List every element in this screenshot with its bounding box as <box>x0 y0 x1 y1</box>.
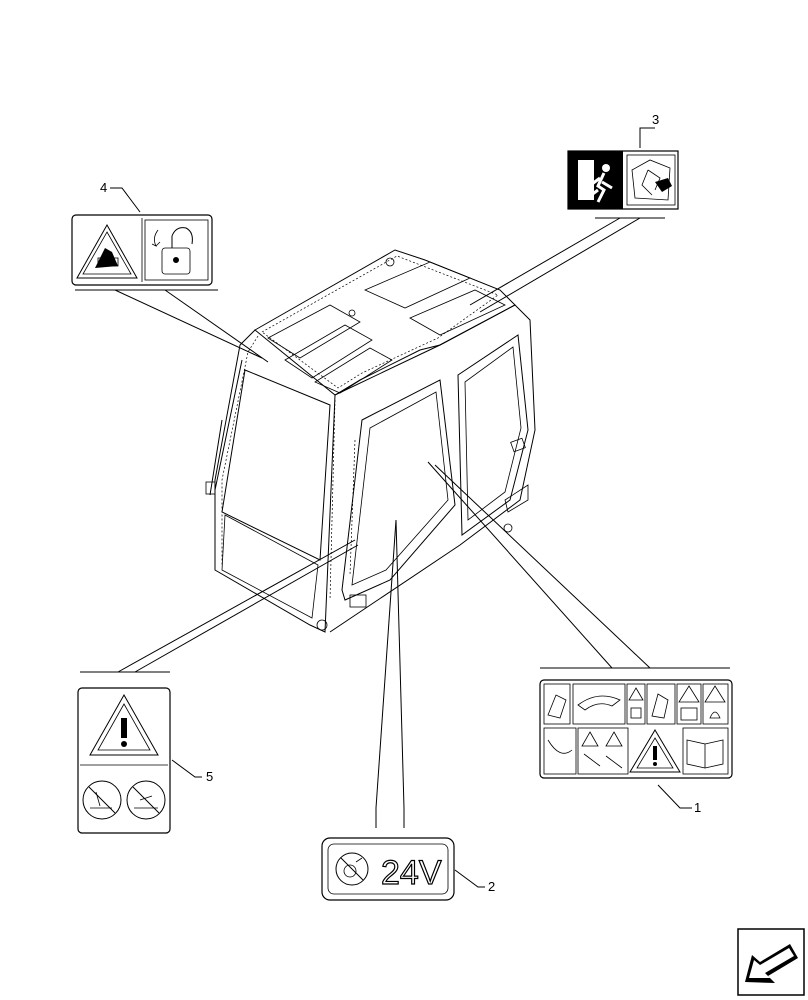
hazard-hand-icon <box>76 223 138 279</box>
hazard-arm-icon <box>543 683 571 725</box>
decal-5 <box>77 687 171 834</box>
hazard-crush-icon <box>702 683 729 725</box>
hazard-bucket-icon <box>646 683 676 725</box>
callout-5: 5 <box>206 769 213 784</box>
hazard-hose-icon <box>543 727 577 775</box>
warning-triangle-icon <box>89 693 159 756</box>
callout-2: 2 <box>488 879 495 894</box>
back-arrow-icon <box>745 944 798 983</box>
decal-2: 24V <box>321 837 455 901</box>
voltage-label: 24V <box>381 854 442 892</box>
break-window-icon <box>626 154 676 206</box>
decal-4 <box>71 214 213 286</box>
operator-cab-drawing <box>205 249 536 633</box>
no-grinding-icon <box>126 780 166 820</box>
callout-4: 4 <box>100 180 107 195</box>
emergency-exit-icon <box>578 160 613 203</box>
decal-1 <box>539 679 733 779</box>
no-battery-icon <box>335 852 369 886</box>
hazard-boom-icon <box>572 683 626 725</box>
no-welding-icon <box>82 780 122 820</box>
back-arrow-button[interactable] <box>737 928 805 996</box>
hazard-fall-icon <box>676 683 702 725</box>
callout-labels: 1 2 3 4 5 <box>100 112 701 894</box>
warning-small-icon <box>626 683 646 725</box>
leader-lines <box>75 127 730 888</box>
decal-3 <box>567 150 679 210</box>
callout-1: 1 <box>694 800 701 815</box>
hazard-person-icon <box>577 727 629 775</box>
unlock-icon <box>144 219 209 281</box>
manual-book-icon <box>682 727 729 775</box>
callout-3: 3 <box>652 112 659 127</box>
warning-triangle-icon <box>629 729 681 773</box>
